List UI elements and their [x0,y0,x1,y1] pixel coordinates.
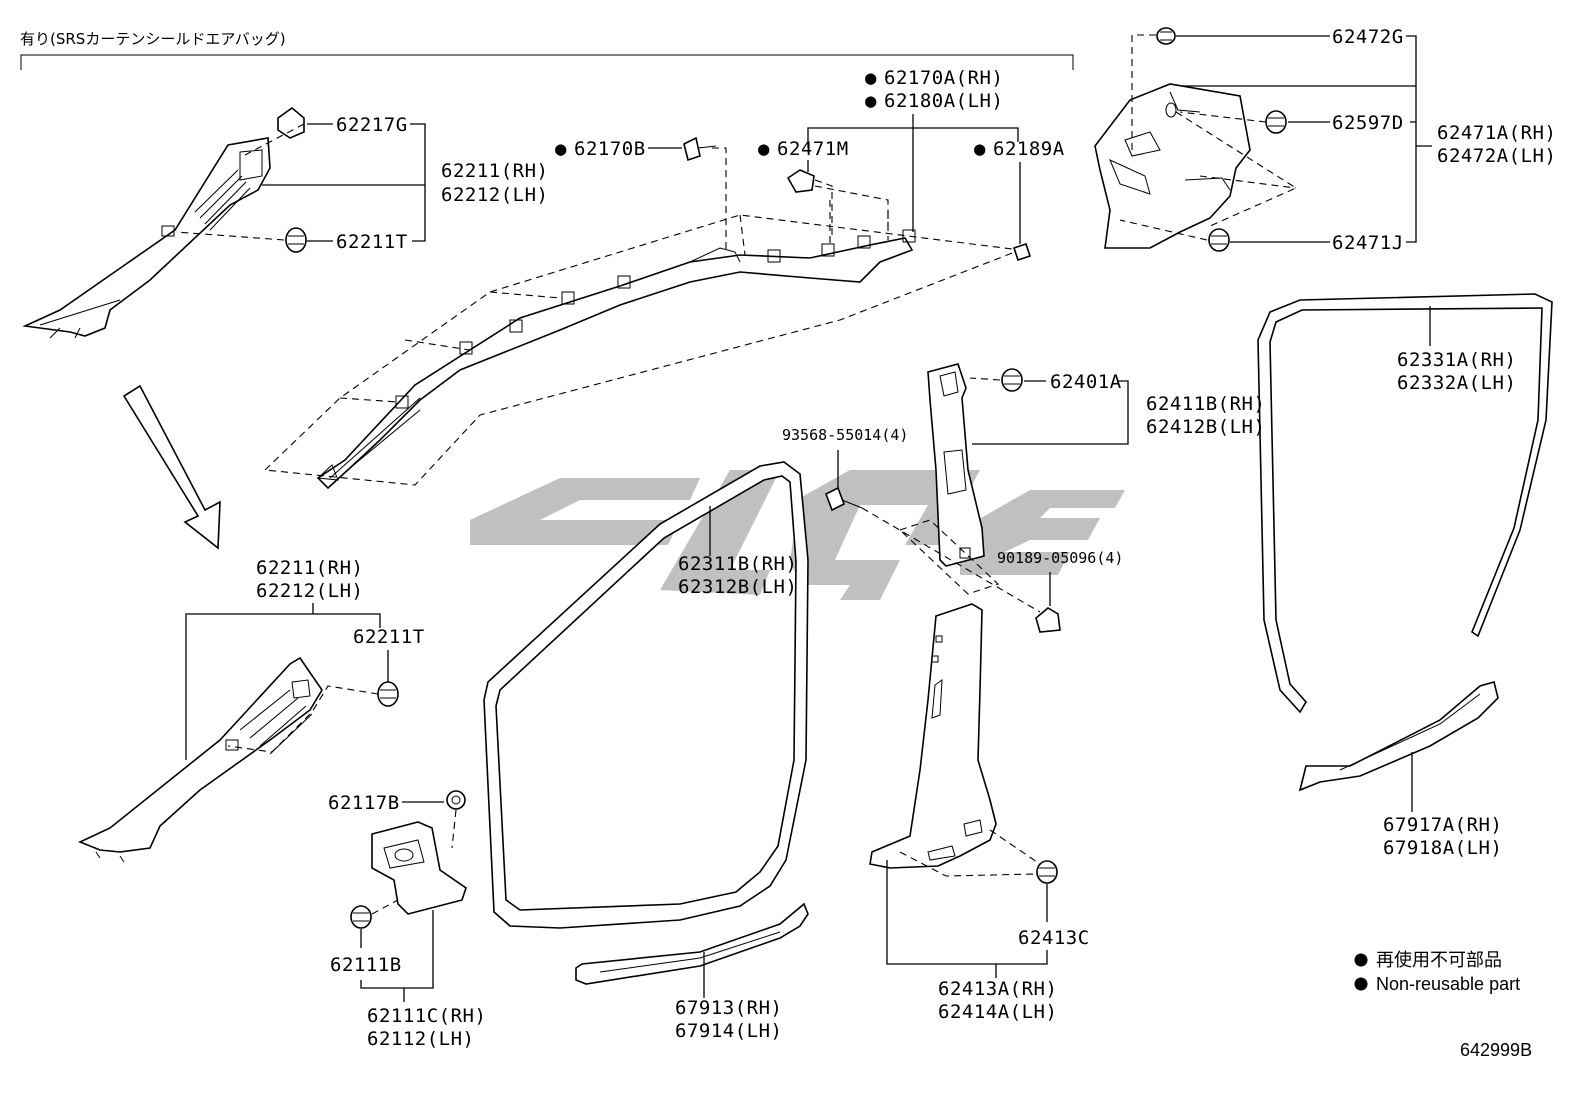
label-62472A: 62472A(LH) [1437,145,1556,167]
label-62331A: 62331A(RH) [1397,349,1516,371]
nonreusable-mark-62471M: ● [758,138,770,160]
nut-90189-icon [1035,607,1061,633]
label-62180A: 62180A(LH) [884,90,1003,112]
clip-62471M-icon [786,169,815,193]
legend-bullet-1-icon [1354,953,1368,967]
bracket-62413A [886,860,1048,965]
label-62211T-low: 62211T [353,626,425,648]
airbag-dash-links [339,200,889,403]
label-62401A: 62401A [1050,371,1122,393]
dash-62117B [451,809,457,849]
section-bracket [20,54,1074,70]
nonreusable-mark-62180A: ● [865,90,877,112]
label-90189: 90189-05096(4) [997,549,1123,567]
label-62332A: 62332A(LH) [1397,372,1516,394]
nonreusable-mark-62189A: ● [974,138,986,160]
dash-62170B [712,147,727,250]
label-62170A: 62170A(RH) [884,67,1003,89]
clip-62211T-low-icon [377,681,399,707]
dash-62211T-top [175,231,285,241]
nonreusable-mark-62170A: ● [865,67,877,89]
b-pillar-upper-part [927,363,985,567]
dash-62413C [899,829,1041,877]
label-62312B: 62312B(LH) [678,576,797,598]
label-67918A: 67918A(LH) [1383,837,1502,859]
clip-62472G-icon [1156,27,1176,45]
dash-62401A [969,377,1001,381]
label-62117B: 62117B [328,792,400,814]
nut-62117B-icon [446,790,466,810]
rear-door-weatherstrip-part [1257,293,1553,714]
dash-quarter-trim [1119,34,1298,241]
legend-bullet-2-icon [1354,977,1368,991]
dash-62471M [814,179,889,240]
label-67914: 67914(LH) [675,1020,782,1042]
clip-62217G-icon [277,106,305,139]
a-pillar-lower-part [77,656,323,863]
label-62111B: 62111B [330,954,402,976]
label-62211-rh-low: 62211(RH) [256,557,363,579]
arrow-icon [122,384,221,550]
legend: 再使用不可部品 Non-reusable part [1354,950,1520,994]
label-62112: 62112(LH) [367,1028,474,1050]
label-62111C: 62111C(RH) [367,1005,486,1027]
label-67913: 67913(RH) [675,997,782,1019]
bracket-62211-low [185,603,381,760]
bolt-62170B-icon [683,136,717,162]
label-62211T-top: 62211T [336,231,408,253]
label-62472G: 62472G [1332,26,1404,48]
clip-62189A-icon [1012,242,1032,262]
label-62411B: 62411B(RH) [1146,393,1265,415]
front-scuff-plate-detail [599,931,781,973]
cowl-side-trim-part [371,821,467,915]
label-62212-lh-low: 62212(LH) [256,580,363,602]
dash-bpillar-box [898,519,1000,595]
label-93568: 93568-55014(4) [782,426,908,444]
bracket-62111C [360,910,434,1002]
clip-62597D-icon [1265,110,1287,134]
clip-62413C-icon [1036,860,1058,884]
nonreusable-mark-62170B: ● [555,138,567,160]
label-62217G: 62217G [336,114,408,136]
label-62170B: 62170B [574,138,646,160]
clip-62471J-icon [1208,228,1230,252]
bracket-62211-top [410,123,426,242]
dash-93568 [861,507,1041,613]
legend-line-1: 再使用不可部品 [1376,950,1502,970]
label-62211-rh-top: 62211(RH) [441,160,548,182]
label-67917A: 67917A(RH) [1383,814,1502,836]
rear-scuff-plate-part [1298,681,1499,792]
label-62311B: 62311B(RH) [678,553,797,575]
label-62471A: 62471A(RH) [1437,122,1556,144]
figure-code: 642999B [1460,1040,1532,1060]
clip-62211T-top-icon [285,227,307,253]
clip-62401A-icon [1001,368,1023,392]
legend-line-2: Non-reusable part [1376,974,1520,994]
bracket-62411B [972,380,1129,445]
label-62597D: 62597D [1332,112,1404,134]
rear-scuff-plate-detail [1339,693,1481,771]
section-title: 有り(SRSカーテンシールドエアバッグ) [20,30,286,48]
curtain-airbag-part [316,229,916,490]
label-62471M: 62471M [777,138,849,160]
label-62412B: 62412B(LH) [1146,416,1265,438]
front-scuff-plate-part [575,902,809,985]
label-62189A: 62189A [993,138,1065,160]
screw-93568-icon [824,486,863,512]
front-door-weatherstrip-part [483,461,809,929]
label-62413C: 62413C [1018,927,1090,949]
label-62212-lh-top: 62212(LH) [441,184,548,206]
clip-62111B-icon [350,905,372,929]
b-pillar-lower-part [869,603,997,869]
label-62413A: 62413A(RH) [938,978,1057,1000]
quarter-trim-part [1094,83,1251,249]
bracket-62471A [1406,35,1432,243]
bracket-62170A [807,114,1019,232]
label-62414A: 62414A(LH) [938,1001,1057,1023]
dash-62111B [371,899,399,915]
a-pillar-upper-part [22,137,271,339]
label-62471J: 62471J [1332,232,1404,254]
